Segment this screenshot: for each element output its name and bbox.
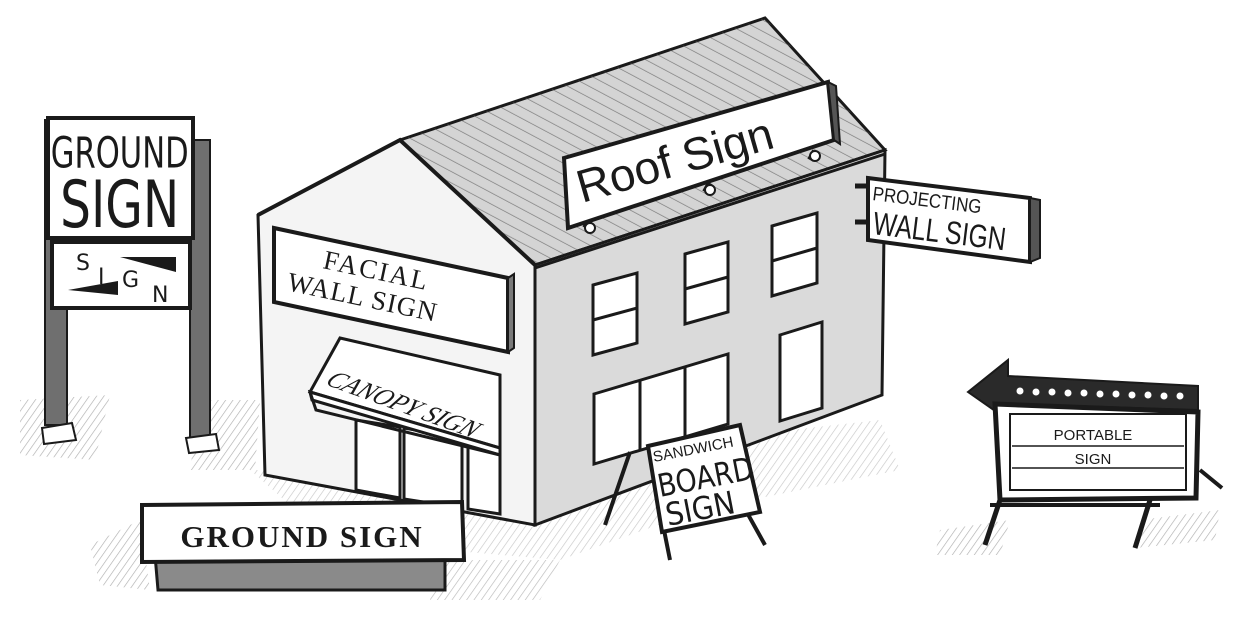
pole-left-base xyxy=(42,423,76,444)
pole-sign-line2: SIGN xyxy=(60,167,179,243)
pole-sign-lower-letter-g: G xyxy=(122,268,139,293)
side-door xyxy=(780,322,822,421)
pole-sign-lower-letter-s: S xyxy=(76,251,90,276)
pole-sign-lower-letter-i: I xyxy=(98,265,105,290)
pole-right-base xyxy=(186,434,219,453)
ground-monument-sign: GROUND SIGN xyxy=(142,502,464,590)
monument-sign-text: GROUND SIGN xyxy=(180,519,423,554)
portable-sign-line2: SIGN xyxy=(1075,451,1112,468)
portable-sign-line1: PORTABLE xyxy=(1054,427,1133,444)
pole-sign-lower-panel xyxy=(52,242,190,308)
pole-sign-lower-letter-n: N xyxy=(152,283,168,308)
